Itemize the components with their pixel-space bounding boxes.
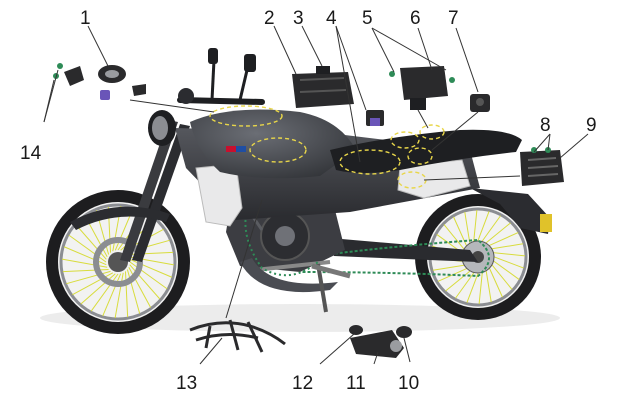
part-key-set (53, 63, 84, 86)
highlight-ellipse-1 (209, 105, 283, 127)
callout-10: 10 (398, 373, 420, 394)
part-control-module (389, 66, 455, 110)
wheel-spoke (124, 271, 129, 318)
callout-5: 5 (362, 8, 373, 29)
wheel-spoke (129, 264, 161, 300)
wheel-spoke (90, 273, 119, 312)
leader-line-9b (423, 175, 521, 181)
tail-reflector (540, 214, 552, 232)
drive-chain (299, 238, 490, 278)
headlight (148, 110, 176, 146)
callout-3: 3 (293, 8, 304, 29)
part-rubber-cap (396, 326, 412, 338)
wheel-spoke (129, 261, 168, 290)
wheel-spoke (75, 224, 107, 260)
highlight-ellipse-5 (419, 124, 445, 140)
leader-line-13b (225, 199, 263, 319)
fuel-tank (190, 109, 356, 179)
part-purple-connector (100, 90, 110, 100)
leader-line-9 (559, 133, 589, 159)
callout-2: 2 (264, 8, 275, 29)
leader-line-1 (87, 25, 109, 67)
part-grommet (349, 325, 363, 335)
leader-line-8a (533, 133, 551, 153)
footpeg (311, 263, 351, 279)
handlebar (177, 48, 265, 105)
front-fork (120, 120, 190, 262)
wheel-spoke (126, 269, 141, 314)
wheel-spoke (61, 258, 108, 268)
leader-line-4b (335, 25, 361, 163)
part-flasher (470, 94, 490, 112)
swingarm (330, 238, 478, 262)
leader-line-1b (129, 99, 215, 113)
wheel-spoke (66, 270, 111, 285)
callout-6: 6 (410, 8, 421, 29)
callout-1: 1 (80, 8, 91, 29)
wheel-spoke (129, 258, 173, 278)
highlight-ellipse-3 (339, 149, 401, 175)
wheel-spoke (114, 272, 124, 319)
rear-fender (470, 188, 550, 234)
leader-line-2 (273, 25, 297, 75)
highlight-ellipse-2 (249, 137, 307, 163)
part-ecu (292, 66, 354, 108)
leader-line-13 (199, 337, 223, 365)
part-small-sensor (132, 84, 146, 96)
leader-line-4a (335, 25, 367, 111)
wheel-spoke (102, 273, 122, 317)
part-ignition-switch (98, 65, 126, 83)
rear-side-panel (397, 159, 471, 199)
callout-11: 11 (346, 373, 366, 394)
leader-line-5c (417, 109, 429, 129)
leader-line-10 (403, 337, 411, 363)
leader-line-5a (371, 27, 395, 73)
wheel-spoke (68, 234, 107, 263)
callout-14: 14 (20, 143, 42, 164)
front-fender (70, 206, 170, 230)
kickstand (316, 263, 328, 313)
leader-line-8b (547, 133, 551, 151)
leader-line-3 (301, 25, 323, 67)
seat (330, 129, 522, 173)
wheel-spoke (80, 273, 116, 305)
leader-line-7b (431, 111, 479, 151)
callout-4: 4 (326, 8, 337, 29)
leader-line-11 (373, 351, 379, 365)
highlight-ellipse-4 (390, 131, 420, 149)
leader-line-7 (455, 27, 479, 93)
wheel-spoke (63, 246, 107, 266)
callout-12: 12 (292, 373, 314, 394)
wheel-spoke (62, 268, 109, 273)
wheel-spoke (128, 266, 152, 308)
callout-7: 7 (448, 8, 459, 29)
part-regulator (520, 147, 564, 186)
part-relay (366, 110, 384, 126)
wheel-spoke (72, 272, 114, 296)
leader-line-6 (417, 27, 433, 71)
exhaust-pipe (240, 258, 338, 293)
callout-8: 8 (540, 115, 551, 136)
callout-13: 13 (176, 373, 198, 394)
leader-line-14b (43, 79, 55, 123)
leader-line-5b (371, 27, 447, 71)
callout-9: 9 (586, 115, 597, 136)
part-speed-sensor (350, 330, 404, 358)
part-wiring-harness (189, 319, 286, 353)
highlight-ellipse-6 (407, 147, 433, 165)
tank-emblem (226, 146, 246, 152)
leader-line-12 (319, 333, 355, 365)
